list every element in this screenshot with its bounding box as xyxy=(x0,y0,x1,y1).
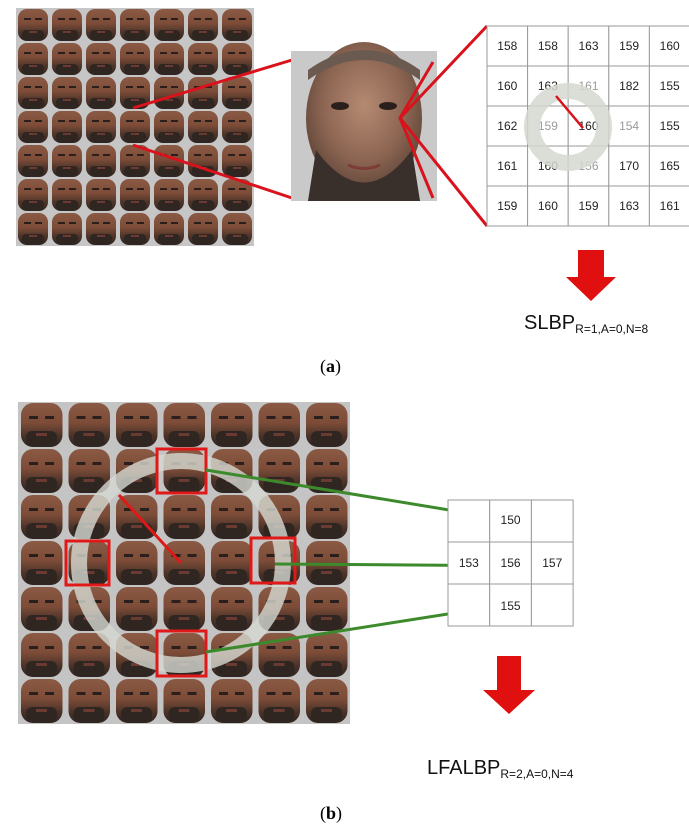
cross-value: 150 xyxy=(501,513,521,527)
matrix-value: 154 xyxy=(619,119,639,133)
matrix-cell xyxy=(648,25,689,67)
radius-line-a xyxy=(555,95,584,129)
matrix-value: 163 xyxy=(578,39,598,53)
caption-a: (a) xyxy=(320,356,341,376)
matrix-cell xyxy=(486,185,529,227)
panel-a: 158 158 163 159 160 160 163 161 182 155 162 159 160 1… xyxy=(16,8,689,376)
matrix-cell xyxy=(648,65,689,107)
matrix-value: 162 xyxy=(497,119,517,133)
matrix-cell xyxy=(527,185,569,227)
matrix-value: 159 xyxy=(578,199,598,213)
down-arrow-a xyxy=(566,250,616,301)
cross-cell xyxy=(530,499,574,543)
matrix-value: 182 xyxy=(619,79,639,93)
matrix-value: 160 xyxy=(497,79,517,93)
cross-cell xyxy=(530,583,574,627)
cross-matrix: 150 153 156 157 155 xyxy=(447,499,574,627)
cross-value: 155 xyxy=(501,599,521,613)
formula-lfalbp-main: LFALBP xyxy=(427,757,501,779)
cross-value: 153 xyxy=(459,556,479,570)
matrix-cell xyxy=(608,65,650,107)
cross-value: 156 xyxy=(501,556,521,570)
sample-box-bottom xyxy=(155,629,208,678)
matrix-value: 155 xyxy=(660,79,680,93)
bracket-bottom-a xyxy=(398,117,489,227)
cross-cell xyxy=(447,583,491,627)
sample-box-right xyxy=(249,536,297,585)
matrix-value: 161 xyxy=(497,159,517,173)
formula-slbp-sub: R=1,A=0,N=8 xyxy=(575,322,649,336)
matrix-cell xyxy=(608,185,650,227)
cross-cell xyxy=(489,499,532,543)
matrix-value: 160 xyxy=(660,39,680,53)
matrix-value: 160 xyxy=(538,199,558,213)
bracket-top-a xyxy=(398,24,489,120)
matrix-cell xyxy=(648,185,689,227)
formula-lfalbp: LFALBPR=2,A=0,N=4 xyxy=(427,757,574,781)
radius-line-b xyxy=(117,493,183,565)
cross-cell xyxy=(447,499,491,543)
formula-lfalbp-sub: R=2,A=0,N=4 xyxy=(500,767,574,781)
matrix-cell xyxy=(486,145,529,187)
down-arrow-b xyxy=(483,656,535,714)
matrix-cell xyxy=(567,185,610,227)
matrix-value: 159 xyxy=(538,119,558,133)
sample-box-left xyxy=(64,539,111,587)
formula-slbp-main: SLBP xyxy=(524,312,576,334)
caption-b-letter: b xyxy=(326,803,337,823)
matrix-value: 160 xyxy=(578,119,598,133)
matrix-value: 165 xyxy=(660,159,680,173)
cross-value: 157 xyxy=(542,556,562,570)
caption-b: (b) xyxy=(320,803,343,823)
connector-line-top-a xyxy=(132,58,293,110)
caption-a-letter: a xyxy=(326,356,335,376)
matrix-cell xyxy=(486,65,529,107)
matrix-value: 161 xyxy=(660,199,680,213)
matrix-value: 159 xyxy=(497,199,517,213)
cross-cell xyxy=(489,541,532,585)
formula-slbp: SLBPR=1,A=0,N=8 xyxy=(524,312,649,336)
face-grid-a xyxy=(16,8,254,246)
panel-b: 150 153 156 157 155 LFALBPR=2,A=0,N=4 (b) xyxy=(18,402,574,823)
matrix-cell xyxy=(608,145,650,187)
connector-line-bottom-a xyxy=(132,143,293,200)
matrix-value: 158 xyxy=(497,39,517,53)
matrix-value: 158 xyxy=(538,39,558,53)
matrix-value: 159 xyxy=(619,39,639,53)
pixel-matrix: 158 158 163 159 160 160 163 161 182 155 162 159 160 1… xyxy=(486,25,689,227)
matrix-value: 155 xyxy=(660,119,680,133)
sampling-ring-a xyxy=(524,83,612,171)
face-image xyxy=(291,42,437,201)
matrix-value: 170 xyxy=(619,159,639,173)
matrix-cell xyxy=(648,105,689,147)
matrix-value: 163 xyxy=(619,199,639,213)
cross-cell xyxy=(530,541,574,585)
